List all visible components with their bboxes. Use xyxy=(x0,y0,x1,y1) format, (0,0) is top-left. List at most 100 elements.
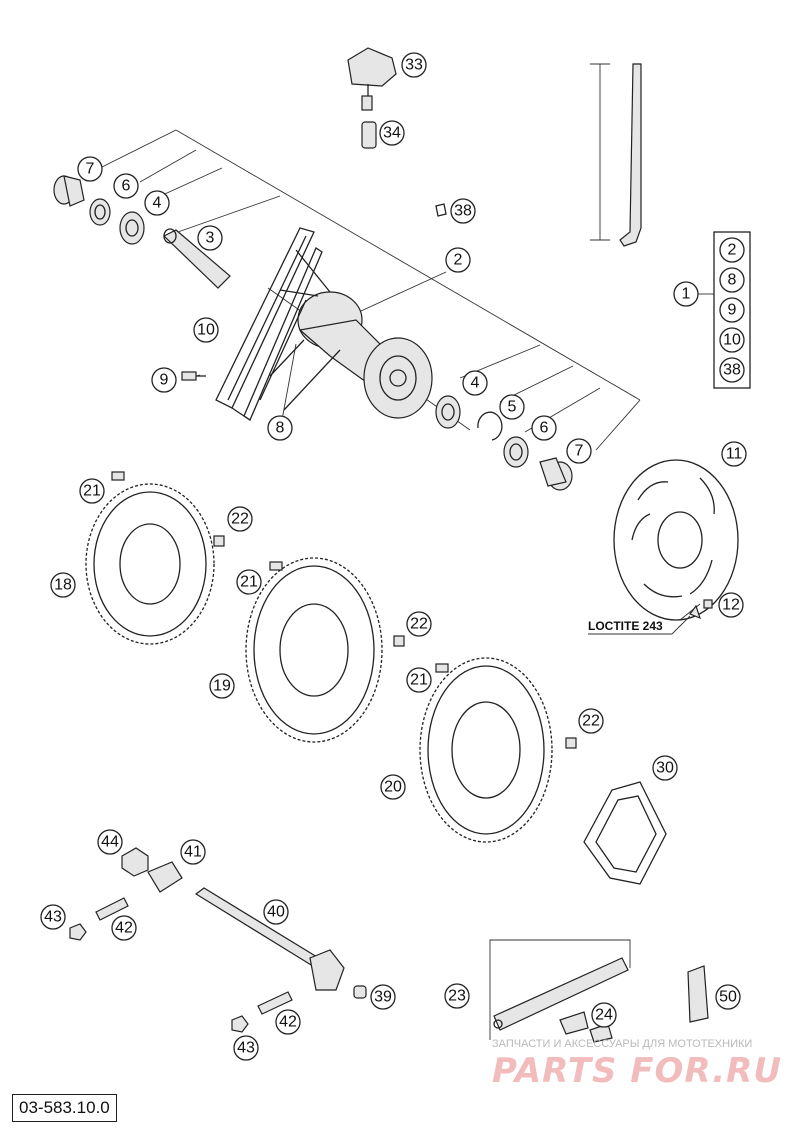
callout-24: 24 xyxy=(591,1002,617,1028)
callout-10: 10 xyxy=(193,317,219,343)
callout-22-c: 22 xyxy=(578,708,604,734)
callout-4-right: 4 xyxy=(462,370,488,396)
sprocket-20-part xyxy=(419,657,553,843)
callout-34-label: 34 xyxy=(383,125,401,142)
kit-item-1: 8 xyxy=(719,267,745,293)
sprocket-nut-22c-part xyxy=(565,737,577,749)
circlip-part xyxy=(477,411,503,441)
valve-insert-part xyxy=(361,121,377,149)
callout-22-b: 22 xyxy=(406,611,432,637)
callout-43-b-label: 43 xyxy=(237,1040,255,1057)
callout-21-c-label: 21 xyxy=(410,672,428,689)
callout-6-left-label: 6 xyxy=(122,178,131,195)
callout-38-label: 38 xyxy=(454,203,472,220)
callout-42-a: 42 xyxy=(111,915,137,941)
callout-7-left-label: 7 xyxy=(86,161,95,178)
callout-8-label: 8 xyxy=(276,420,285,437)
callout-21-b: 21 xyxy=(236,569,262,595)
callout-11-label: 11 xyxy=(726,446,743,463)
callout-6-right: 6 xyxy=(531,415,557,441)
watermark-tagline: ЗАПЧАСТИ И АКСЕССУАРЫ ДЛЯ МОТОТЕХНИКИ xyxy=(492,1038,752,1050)
callout-43-b: 43 xyxy=(233,1035,259,1061)
callout-20: 20 xyxy=(380,774,406,800)
callout-1-label: 1 xyxy=(682,286,691,303)
callout-40: 40 xyxy=(263,899,289,925)
callout-21-b-label: 21 xyxy=(240,574,258,591)
kit-item-2: 9 xyxy=(719,297,745,323)
callout-6-left: 6 xyxy=(113,173,139,199)
callout-7-left: 7 xyxy=(77,156,103,182)
lock-nut-left-part xyxy=(69,923,87,941)
callout-34: 34 xyxy=(379,120,405,146)
callout-44-label: 44 xyxy=(101,834,119,851)
rim-part xyxy=(215,227,323,421)
callout-9-label: 9 xyxy=(160,372,169,389)
bearing-left-part xyxy=(119,211,145,245)
kit-item-3-label: 10 xyxy=(723,332,741,349)
callout-4-right-label: 4 xyxy=(471,375,480,392)
sprocket-19-part xyxy=(245,557,383,743)
callout-1: 1 xyxy=(673,281,699,307)
kit-item-2-label: 9 xyxy=(728,302,737,319)
callout-5: 5 xyxy=(499,394,525,420)
axle-nut-part xyxy=(121,847,149,877)
chain-lube-part xyxy=(687,965,709,1023)
sprocket-screw-21c-part xyxy=(435,663,449,673)
spindle-cap-part xyxy=(353,985,367,999)
callout-19: 19 xyxy=(209,673,235,699)
callout-12: 12 xyxy=(718,592,744,618)
callout-41: 41 xyxy=(180,839,206,865)
sprocket-nut-22b-part xyxy=(393,635,405,647)
callout-43-a-label: 43 xyxy=(44,909,62,926)
callout-5-label: 5 xyxy=(508,399,517,416)
callout-44: 44 xyxy=(97,829,123,855)
rim-lock-part xyxy=(435,203,447,217)
lock-nut-right-part xyxy=(231,1015,249,1033)
callout-22-b-label: 22 xyxy=(410,616,428,633)
wheel-spindle-part xyxy=(194,887,345,991)
spacer-left-part xyxy=(53,175,85,207)
kit-contents-box: 2 8 9 10 38 xyxy=(713,231,751,389)
callout-7-right: 7 xyxy=(566,438,592,464)
callout-3: 3 xyxy=(197,225,223,251)
callout-50-label: 50 xyxy=(719,989,737,1006)
callout-10-label: 10 xyxy=(197,322,215,339)
kit-item-3: 10 xyxy=(719,327,745,353)
callout-20-label: 20 xyxy=(384,779,402,796)
callout-33: 33 xyxy=(401,52,427,78)
callout-19-label: 19 xyxy=(213,678,231,695)
callout-11: 11 xyxy=(721,441,747,467)
callout-21-c: 21 xyxy=(406,667,432,693)
callout-23: 23 xyxy=(444,983,470,1009)
document-number: 03-583.10.0 xyxy=(12,1094,117,1122)
callout-30-label: 30 xyxy=(656,760,674,777)
kit-item-0: 2 xyxy=(719,237,745,263)
spoke-screw-part xyxy=(181,371,206,381)
loctite-note: LOCTITE 243 xyxy=(588,619,663,633)
callout-22-a-label: 22 xyxy=(231,511,249,528)
callout-23-label: 23 xyxy=(448,988,466,1005)
adjuster-screw-right-part xyxy=(257,991,293,1015)
sprocket-18-part xyxy=(85,483,215,645)
sprocket-screw-21b-part xyxy=(269,561,283,571)
callout-42-b-label: 42 xyxy=(279,1014,297,1031)
callout-3-label: 3 xyxy=(206,230,215,247)
chain-link-part xyxy=(559,1011,613,1043)
callout-21-a-label: 21 xyxy=(83,483,101,500)
callout-39-label: 39 xyxy=(374,989,392,1006)
callout-39: 39 xyxy=(370,984,396,1010)
chain-part xyxy=(489,939,631,1040)
chain-adjuster-left-part xyxy=(147,861,183,893)
kit-item-1-label: 8 xyxy=(728,272,737,289)
callout-4-left-label: 4 xyxy=(153,195,162,212)
callout-21-a: 21 xyxy=(79,478,105,504)
distance-tube-part xyxy=(162,228,231,289)
sprocket-nut-22a-part xyxy=(213,535,225,547)
callout-18-label: 18 xyxy=(54,577,72,594)
callout-8: 8 xyxy=(267,415,293,441)
callout-22-c-label: 22 xyxy=(582,713,600,730)
valve-cap-part xyxy=(347,47,397,111)
callout-38: 38 xyxy=(450,198,476,224)
callout-43-a: 43 xyxy=(40,904,66,930)
